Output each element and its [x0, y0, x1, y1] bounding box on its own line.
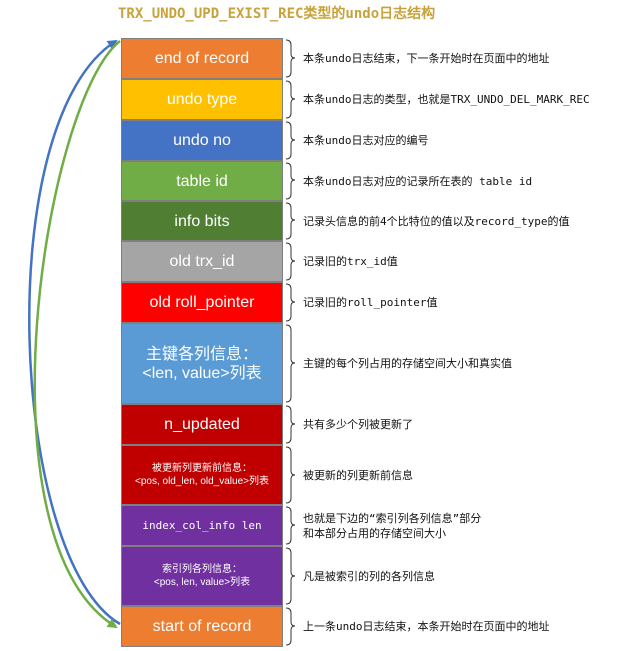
field-old-roll-pointer: old roll_pointer — [121, 282, 283, 323]
desc-n-updated: 共有多少个列被更新了 — [303, 418, 413, 431]
desc-undo-no: 本条undo日志对应的编号 — [303, 134, 429, 147]
field-end-of-record: end of record — [121, 38, 283, 79]
desc-undo-type: 本条undo日志的类型，也就是TRX_UNDO_DEL_MARK_REC — [303, 93, 590, 106]
desc-table-id: 本条undo日志对应的记录所在表的 table id — [303, 174, 533, 188]
bracket — [285, 506, 296, 545]
field-label: undo no — [173, 132, 231, 149]
bracket — [285, 446, 296, 504]
field-updated-columns-info: 被更新列更新前信息： <pos, old_len, old_value>列表 — [121, 445, 283, 505]
field-label: undo type — [166, 91, 238, 108]
field-table-id: table id — [121, 161, 283, 201]
bracket — [285, 283, 296, 322]
bracket — [285, 324, 296, 403]
desc-old-trx-id: 记录旧的trx_id值 — [303, 255, 398, 268]
desc-updated-columns-info: 被更新的列更新前信息 — [303, 468, 413, 482]
desc-start-of-record: 上一条undo日志结束，本条开始时在页面中的地址 — [303, 620, 550, 633]
field-label: table id — [176, 172, 228, 190]
field-label: index_col_info len — [142, 519, 262, 532]
arrow-to-end-of-record — [28, 39, 121, 626]
field-label: end of record — [154, 50, 250, 67]
desc-old-roll-pointer: 记录旧的roll_pointer值 — [303, 296, 438, 309]
arrow-to-start-of-record — [33, 40, 121, 629]
field-label: info bits — [174, 212, 230, 230]
field-label: 被更新列更新前信息： <pos, old_len, old_value>列表 — [135, 463, 269, 487]
bracket — [285, 202, 296, 240]
diagram-title: TRX_UNDO_UPD_EXIST_REC类型的undo日志结构 — [118, 6, 436, 22]
bracket — [285, 162, 296, 200]
field-index-col-info-len: index_col_info len — [121, 505, 283, 546]
field-primary-key-info: 主键各列信息： <len, value>列表 — [121, 323, 283, 404]
field-label: old trx_id — [169, 253, 235, 270]
desc-primary-key-info: 主键的每个列占用的存储空间大小和真实值 — [303, 357, 512, 370]
field-undo-type: undo type — [121, 79, 283, 120]
field-index-columns-info: 索引列各列信息： <pos, len, value>列表 — [121, 546, 283, 606]
field-label: n_updated — [164, 416, 240, 433]
field-label: old roll_pointer — [149, 294, 255, 311]
desc-end-of-record: 本条undo日志结束，下一条开始时在页面中的地址 — [303, 52, 550, 65]
field-info-bits: info bits — [121, 201, 283, 241]
bracket — [285, 39, 296, 78]
field-label: 索引列各列信息： <pos, len, value>列表 — [153, 564, 251, 588]
field-label: start of record — [152, 618, 252, 635]
field-n-updated: n_updated — [121, 404, 283, 445]
desc-index-col-info-len: 也就是下边的“索引列各列信息”部分 和本部分占用的存储空间大小 — [303, 511, 482, 540]
bracket — [285, 547, 296, 605]
field-undo-no: undo no — [121, 120, 283, 161]
desc-index-columns-info: 凡是被索引的列的各列信息 — [303, 569, 435, 583]
bracket — [285, 80, 296, 119]
bracket — [285, 405, 296, 444]
field-start-of-record: start of record — [121, 606, 283, 647]
bracket — [285, 121, 296, 160]
field-label: 主键各列信息： <len, value>列表 — [142, 345, 262, 382]
desc-info-bits: 记录头信息的前4个比特位的值以及record_type的值 — [303, 214, 570, 228]
bracket-group — [285, 39, 296, 646]
bracket — [285, 607, 296, 646]
bracket — [285, 242, 296, 281]
field-old-trx-id: old trx_id — [121, 241, 283, 282]
